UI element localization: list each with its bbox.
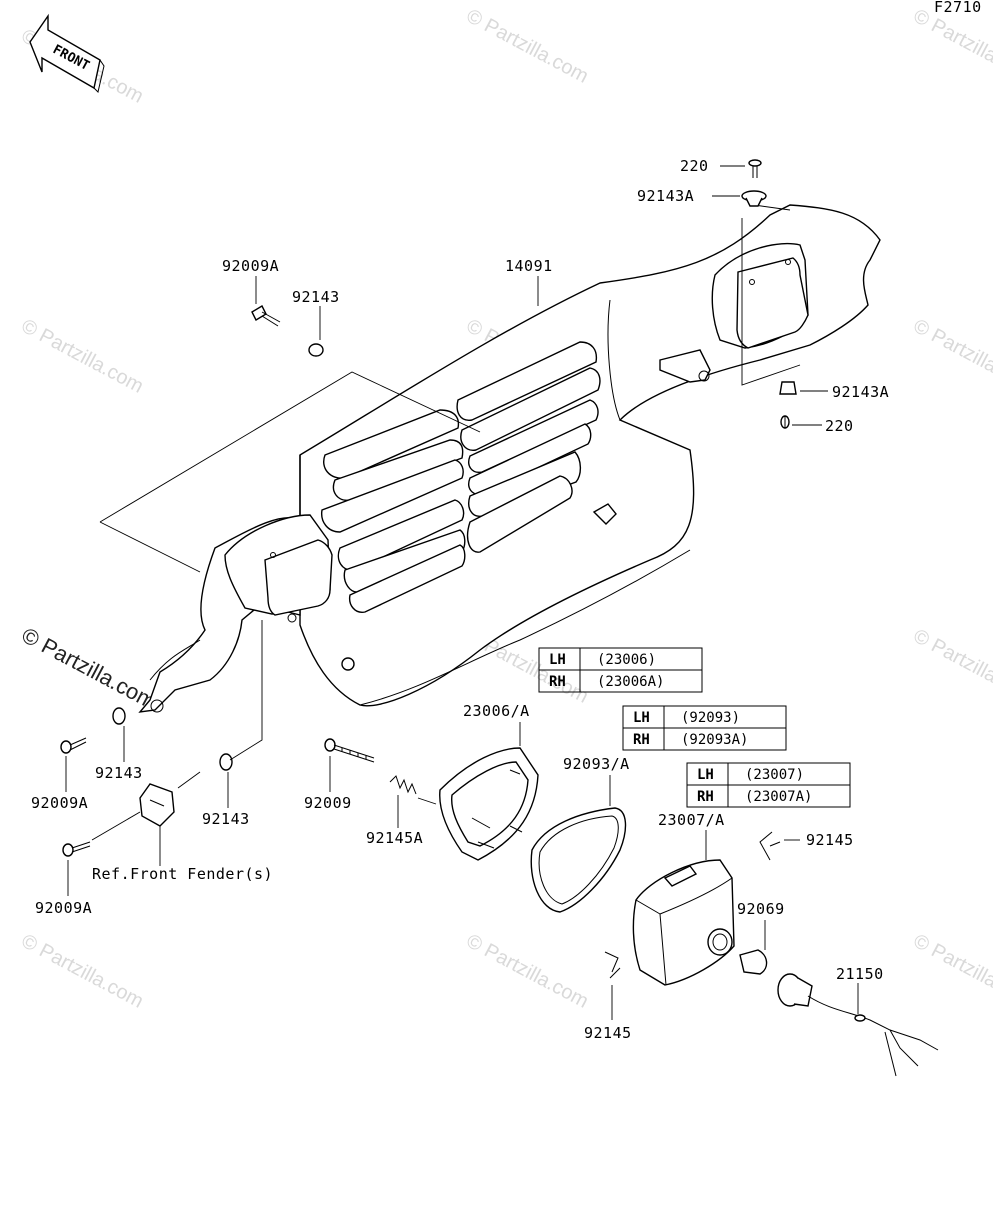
table-23007-side-lh: LH (697, 767, 714, 783)
callout-92143A-top: 92143A (637, 187, 694, 205)
headlight-rim-23006 (439, 747, 539, 861)
clip-92145-right (759, 831, 781, 861)
callout-220-top: 220 (680, 157, 709, 175)
callout-92145A: 92145A (366, 829, 423, 847)
callout-92145-right: 92145 (806, 831, 854, 849)
callout-92143-top: 92143 (292, 288, 340, 306)
headlight-unit-23007 (632, 859, 735, 986)
callout-21150: 21150 (836, 965, 884, 983)
callout-220-right: 220 (825, 417, 854, 435)
callout-14091: 14091 (505, 257, 553, 275)
table-23006-side-lh: LH (549, 652, 566, 668)
watermark-dark: © Partzilla.com (18, 622, 161, 714)
table-23006-part-rh: (23006A) (597, 674, 664, 690)
front-arrow-icon: FRONT (29, 13, 105, 93)
callout-92009A-top: 92009A (222, 257, 279, 275)
watermark: © Partzilla.com (910, 930, 993, 1013)
table-92093-side-rh: RH (633, 732, 650, 748)
watermark: © Partzilla.com (910, 625, 993, 708)
table-23006: LH (23006) RH (23006A) (538, 647, 703, 693)
bulb-92069 (739, 949, 768, 975)
table-23007-side-rh: RH (697, 789, 714, 805)
table-23007-part-rh: (23007A) (745, 789, 812, 805)
table-23007-part-lh: (23007) (745, 767, 804, 783)
spring-92145A (389, 775, 417, 795)
bolt-92009A-left (60, 737, 87, 754)
bolt-92009A-bottom (62, 841, 91, 857)
bolt-92009 (324, 738, 375, 763)
watermark: © Partzilla.com (463, 5, 592, 88)
callout-92143-left: 92143 (95, 764, 143, 782)
callout-92143A-right: 92143A (832, 383, 889, 401)
leader-lines (65, 165, 859, 1020)
socket-21150 (777, 973, 939, 1077)
clip-92145-bottom (604, 951, 621, 979)
callout-92143-mid: 92143 (202, 810, 250, 828)
table-23007: LH (23007) RH (23007A) (686, 762, 851, 808)
grille-slats (321, 341, 601, 613)
clip-front-fender (139, 783, 175, 827)
grommet-92143A-right (779, 381, 797, 395)
screw-220-top (748, 159, 762, 178)
table-23006-part-lh: (23006) (597, 652, 656, 668)
table-92093-part-lh: (92093) (681, 710, 740, 726)
callout-ref-front-fender: Ref.Front Fender(s) (92, 865, 273, 883)
watermark: © Partzilla.com (463, 930, 592, 1013)
screw-220-right (780, 415, 790, 429)
table-23006-side-rh: RH (549, 674, 566, 690)
seal-92093 (530, 807, 627, 913)
watermark: © Partzilla.com (18, 930, 147, 1013)
diagram-code: F2710 (934, 0, 982, 16)
grommet-92143A-top (741, 190, 767, 207)
callout-23007: 23007/A (658, 811, 725, 829)
watermark: © Partzilla.com (910, 315, 993, 398)
bolt-92009A-top (251, 305, 281, 327)
watermark: © Partzilla.com (910, 5, 993, 88)
callout-92009A-left: 92009A (31, 794, 88, 812)
table-92093-part-rh: (92093A) (681, 732, 748, 748)
callout-92069: 92069 (737, 900, 785, 918)
callout-92009: 92009 (304, 794, 352, 812)
headlight-cover-shell (138, 204, 881, 713)
watermark: © Partzilla.com (18, 315, 147, 398)
table-92093: LH (92093) RH (92093A) (622, 705, 787, 751)
table-92093-side-lh: LH (633, 710, 650, 726)
washer-92143-left (112, 707, 126, 725)
construction-lines (99, 204, 801, 573)
callout-92009A-bottom: 92009A (35, 899, 92, 917)
washer-92143-mid (219, 753, 233, 771)
callout-92093: 92093/A (563, 755, 630, 773)
grommet-92143-top (308, 343, 324, 357)
callout-23006: 23006/A (463, 702, 530, 720)
callout-92145-bottom: 92145 (584, 1024, 632, 1042)
callout-labels: 220 92143A 92009A 92143 14091 92143A 220… (31, 157, 889, 1042)
